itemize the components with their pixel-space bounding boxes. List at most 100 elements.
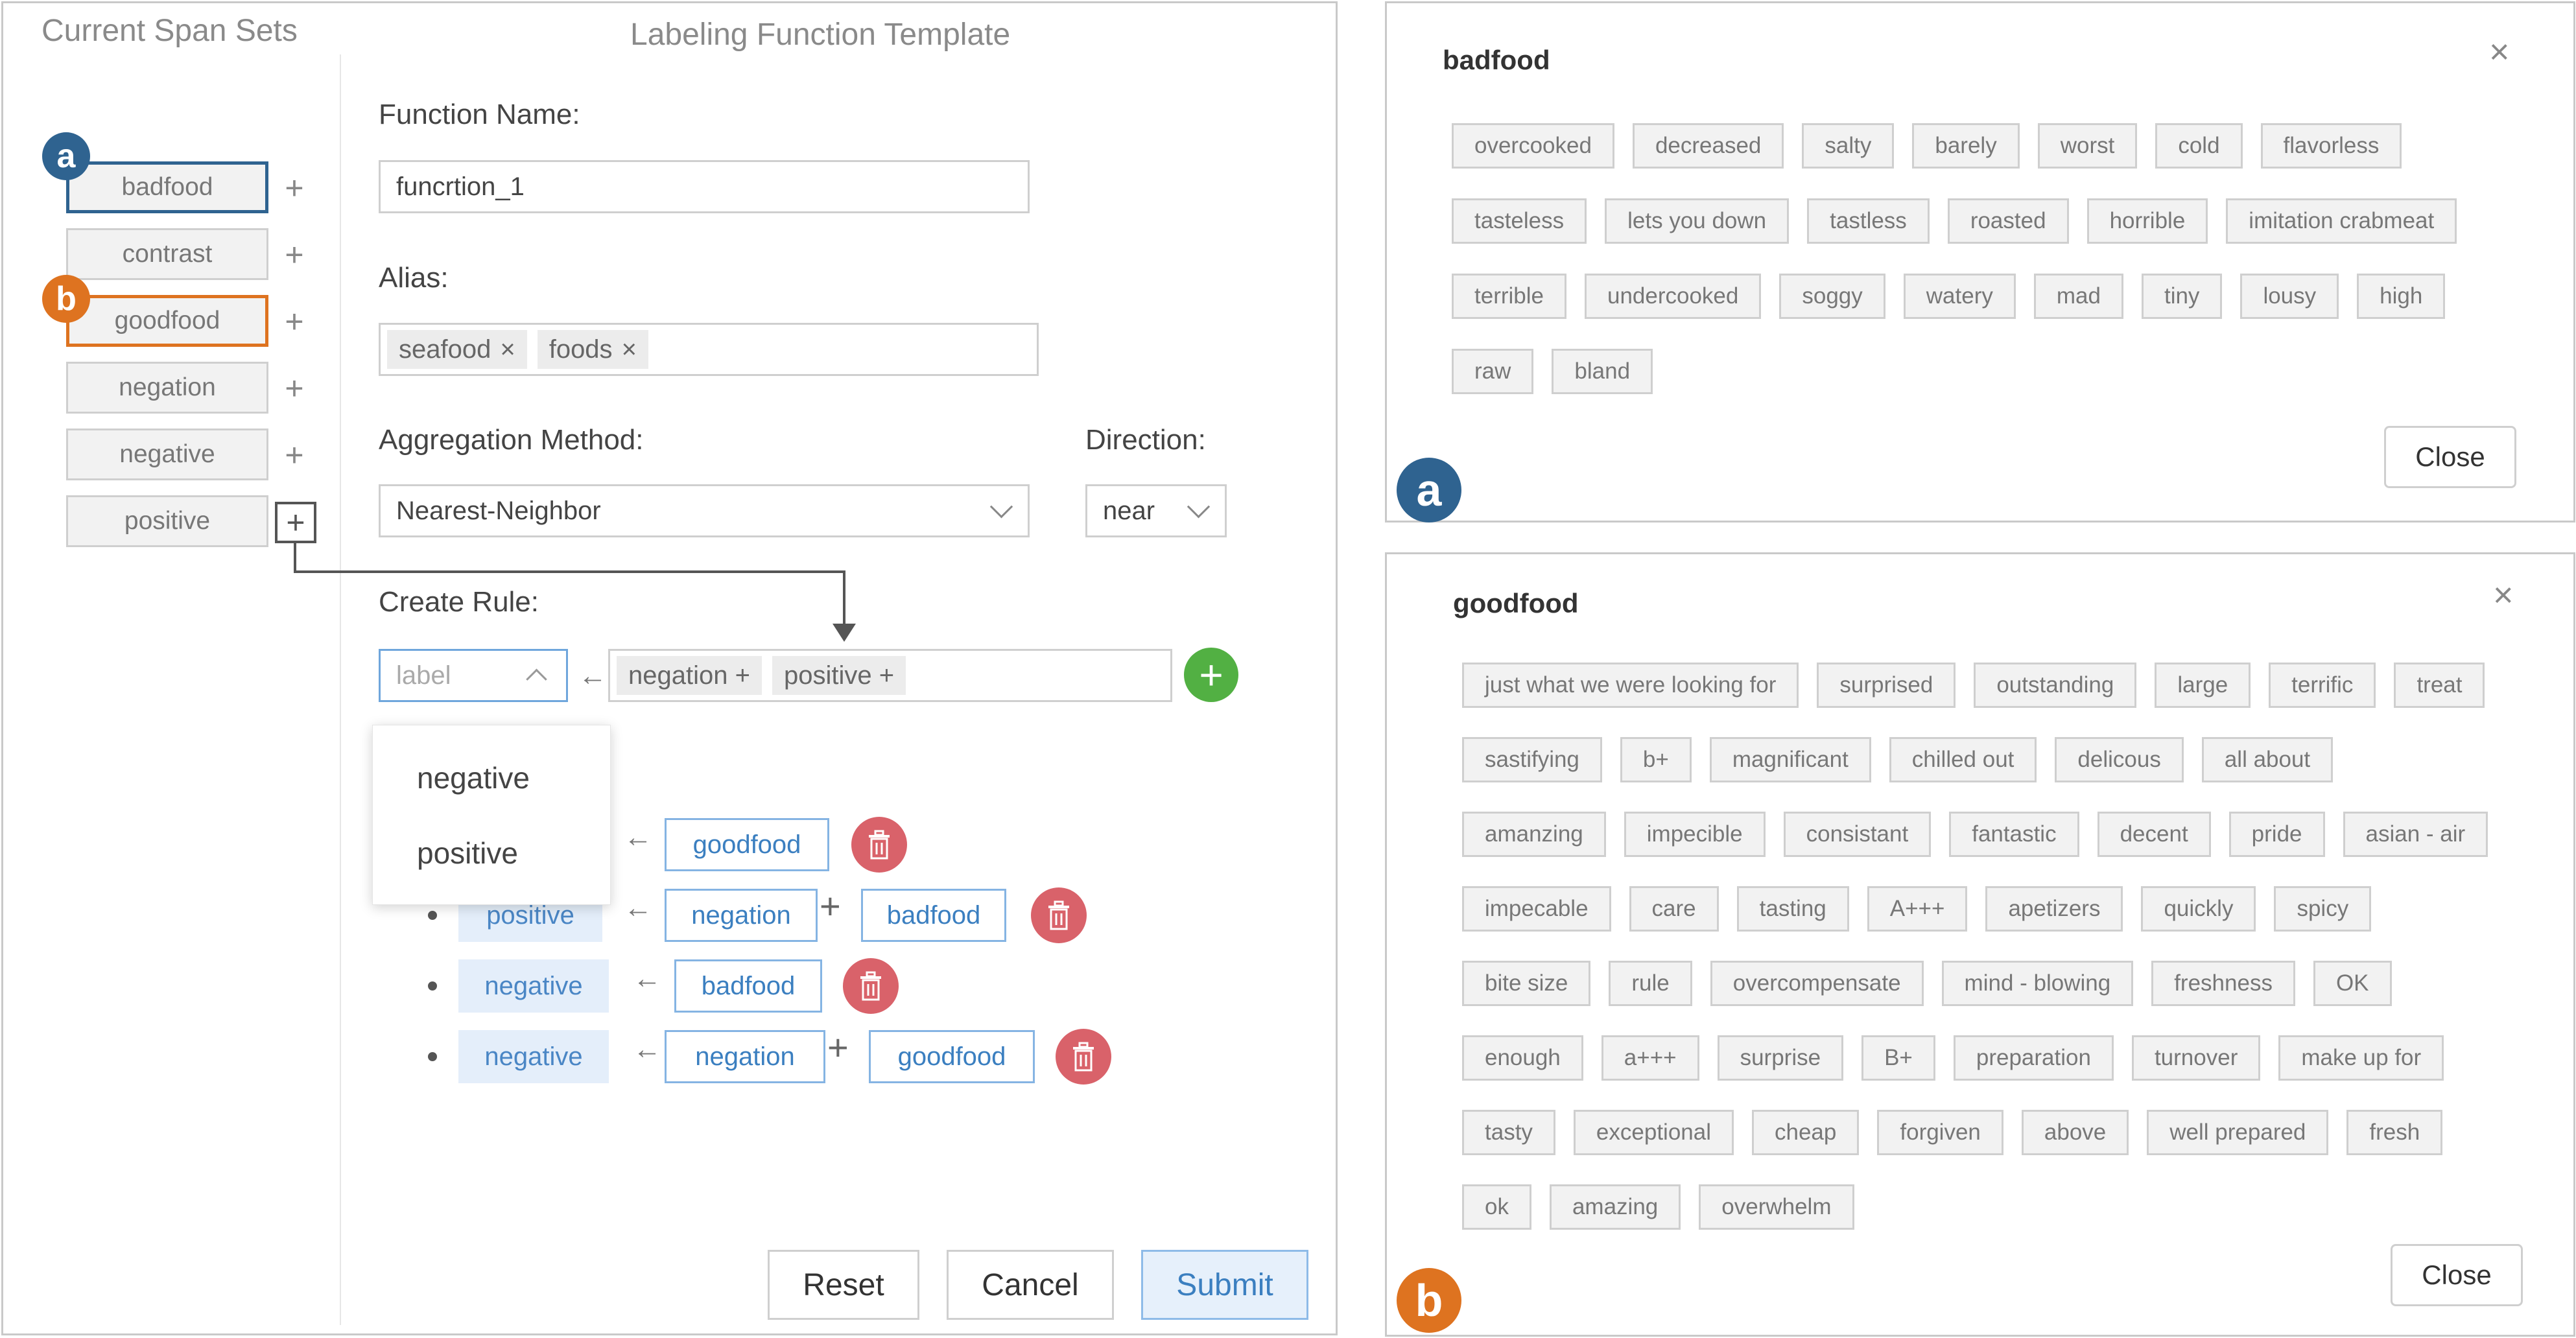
span-tag[interactable]: flavorless [2260, 123, 2402, 169]
add-span-negative-button[interactable]: + [285, 437, 304, 473]
span-tag[interactable]: enough [1462, 1035, 1583, 1081]
span-tag[interactable]: terrible [1452, 274, 1566, 319]
delete-rule-button[interactable] [1056, 1029, 1111, 1085]
span-tag[interactable]: impecible [1624, 812, 1766, 857]
span-tag[interactable]: apetizers [1985, 886, 2123, 932]
span-tag[interactable]: consistant [1783, 812, 1932, 857]
span-set-badfood[interactable]: badfood [66, 161, 268, 213]
span-tag[interactable]: soggy [1779, 274, 1885, 319]
span-tag[interactable]: b+ [1620, 737, 1692, 782]
span-set-goodfood[interactable]: goodfood [66, 295, 268, 347]
add-span-goodfood-button[interactable]: + [285, 303, 304, 340]
span-tag[interactable]: OK [2313, 961, 2392, 1006]
span-tag[interactable]: tastless [1807, 198, 1930, 244]
rule-label-select[interactable]: label [379, 649, 568, 702]
span-tag[interactable]: tasteless [1452, 198, 1587, 244]
span-tag[interactable]: pride [2228, 812, 2325, 857]
span-tag[interactable]: A+++ [1867, 886, 1968, 932]
span-tag[interactable]: sastifying [1462, 737, 1602, 782]
span-tag[interactable]: well prepared [2147, 1110, 2329, 1155]
span-tag[interactable]: large [2155, 663, 2251, 708]
span-tag[interactable]: barely [1912, 123, 2020, 169]
add-span-positive-button[interactable]: + [275, 502, 316, 543]
span-tag[interactable]: overcooked [1452, 123, 1614, 169]
span-tag[interactable]: make up for [2278, 1035, 2444, 1081]
span-tag[interactable]: delicous [2055, 737, 2184, 782]
span-tag[interactable]: terrific [2269, 663, 2376, 708]
span-tag[interactable]: preparation [1953, 1035, 2114, 1081]
span-tag[interactable]: amazing [1549, 1184, 1681, 1230]
span-tag[interactable]: raw [1452, 349, 1534, 394]
span-tag[interactable]: B+ [1861, 1035, 1935, 1081]
function-name-input[interactable]: funcrtion_1 [379, 160, 1030, 213]
direction-select[interactable]: near [1085, 484, 1227, 537]
span-tag[interactable]: outstanding [1974, 663, 2137, 708]
rule-span-chip[interactable]: negation + [617, 656, 762, 695]
aggregation-select[interactable]: Nearest-Neighbor [379, 484, 1030, 537]
span-tag[interactable]: tiny [2141, 274, 2223, 319]
span-tag[interactable]: overcompensate [1710, 961, 1924, 1006]
span-tag[interactable]: salty [1802, 123, 1895, 169]
span-tag[interactable]: ok [1462, 1184, 1531, 1230]
span-set-positive[interactable]: positive [66, 495, 268, 547]
submit-button[interactable]: Submit [1141, 1250, 1308, 1320]
dropdown-option-negative[interactable]: negative [417, 761, 530, 795]
rule-span-input[interactable]: negation + positive + [608, 649, 1172, 702]
span-tag[interactable]: decent [2097, 812, 2211, 857]
span-tag[interactable]: magnificant [1709, 737, 1871, 782]
add-span-contrast-button[interactable]: + [285, 237, 304, 273]
span-tag[interactable]: high [2357, 274, 2446, 319]
add-span-negation-button[interactable]: + [285, 370, 304, 406]
span-tag[interactable]: fantastic [1949, 812, 2079, 857]
span-tag[interactable]: treat [2394, 663, 2485, 708]
span-tag[interactable]: above [2021, 1110, 2129, 1155]
span-tag[interactable]: bland [1552, 349, 1653, 394]
span-tag[interactable]: undercooked [1584, 274, 1762, 319]
span-tag[interactable]: fresh [2346, 1110, 2443, 1155]
span-tag[interactable]: quickly [2141, 886, 2256, 932]
span-tag[interactable]: all about [2201, 737, 2334, 782]
span-tag[interactable]: tasting [1736, 886, 1849, 932]
span-tag[interactable]: decreased [1632, 123, 1784, 169]
close-button[interactable]: Close [2384, 426, 2516, 488]
span-tag[interactable]: rule [1609, 961, 1692, 1006]
span-tag[interactable]: watery [1903, 274, 2016, 319]
span-tag[interactable]: lousy [2240, 274, 2339, 319]
add-span-badfood-button[interactable]: + [285, 170, 304, 206]
cancel-button[interactable]: Cancel [947, 1250, 1114, 1320]
span-tag[interactable]: chilled out [1889, 737, 2037, 782]
span-tag[interactable]: tasty [1462, 1110, 1555, 1155]
span-tag[interactable]: lets you down [1605, 198, 1790, 244]
span-tag[interactable]: a+++ [1601, 1035, 1699, 1081]
span-tag[interactable]: impecable [1462, 886, 1611, 932]
remove-chip-icon[interactable]: × [621, 334, 637, 364]
span-tag[interactable]: mind - blowing [1941, 961, 2134, 1006]
span-tag[interactable]: just what we were looking for [1462, 663, 1799, 708]
span-tag[interactable]: overwhelm [1699, 1184, 1854, 1230]
span-tag[interactable]: exceptional [1573, 1110, 1734, 1155]
span-tag[interactable]: spicy [2274, 886, 2372, 932]
span-tag[interactable]: forgiven [1877, 1110, 2003, 1155]
delete-rule-button[interactable] [1031, 887, 1087, 943]
span-tag[interactable]: care [1629, 886, 1719, 932]
span-set-negative[interactable]: negative [66, 428, 268, 480]
delete-rule-button[interactable] [843, 958, 899, 1014]
span-set-contrast[interactable]: contrast [66, 228, 268, 280]
close-icon[interactable]: × [2493, 576, 2514, 615]
span-tag[interactable]: imitation crabmeat [2226, 198, 2457, 244]
delete-rule-button[interactable] [851, 817, 907, 873]
close-button[interactable]: Close [2391, 1244, 2523, 1306]
add-rule-button[interactable]: + [1184, 648, 1238, 702]
span-tag[interactable]: amanzing [1462, 812, 1606, 857]
span-tag[interactable]: mad [2033, 274, 2123, 319]
dropdown-option-positive[interactable]: positive [417, 836, 518, 870]
span-tag[interactable]: cheap [1752, 1110, 1860, 1155]
span-tag[interactable]: freshness [2151, 961, 2295, 1006]
span-tag[interactable]: asian - air [2343, 812, 2488, 857]
span-tag[interactable]: bite size [1462, 961, 1591, 1006]
span-tag[interactable]: worst [2037, 123, 2138, 169]
close-icon[interactable]: × [2489, 32, 2510, 71]
span-tag[interactable]: roasted [1947, 198, 2069, 244]
span-tag[interactable]: surprise [1717, 1035, 1844, 1081]
span-tag[interactable]: cold [2155, 123, 2243, 169]
